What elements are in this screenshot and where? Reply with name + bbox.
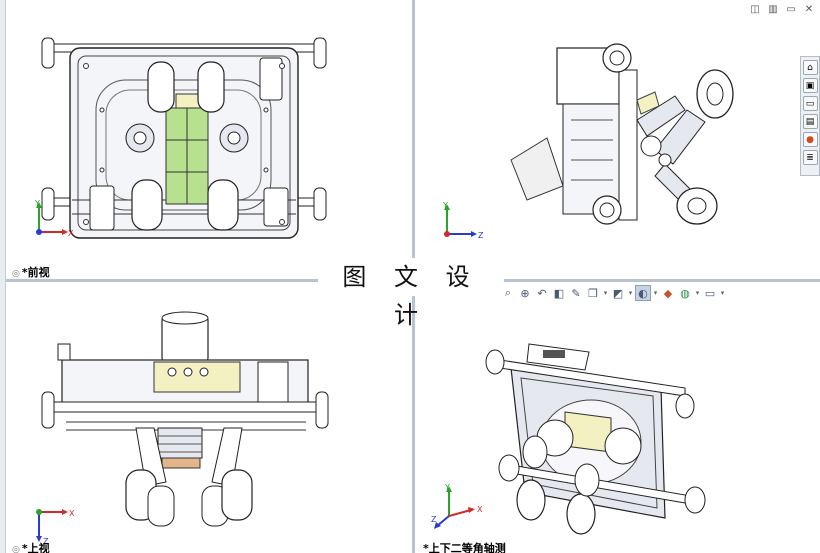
- close-icon[interactable]: ✕: [804, 4, 814, 15]
- eye-icon: ◎: [12, 269, 20, 279]
- viewport-front[interactable]: Y X ◎*前视: [6, 0, 412, 279]
- heads-up-view-toolbar: ⌕ ⊕ ↶ ◧ ✎ ❒ ▾ ◩ ▾ ◐ ▾ ◆ ◍ ▾ ▭ ▾: [500, 284, 726, 302]
- maximize-icon[interactable]: ▭: [786, 4, 796, 15]
- previous-view-icon[interactable]: ↶: [537, 286, 547, 300]
- left-panel-strip[interactable]: [0, 0, 6, 553]
- view-label-iso: *上下二等角轴测: [423, 540, 506, 553]
- view-settings-icon[interactable]: ▭: [704, 286, 716, 300]
- tile-icon[interactable]: ▥: [768, 4, 778, 15]
- triad-right-z-label: Z: [478, 231, 484, 240]
- triad-right: Y Z: [442, 201, 484, 240]
- chevron-down-icon[interactable]: ▾: [695, 289, 700, 297]
- view-label-top-text: *上视: [21, 542, 50, 553]
- viewport-top[interactable]: X Z ◎*上视: [6, 282, 412, 553]
- hide-show-icon[interactable]: ◐: [635, 285, 651, 301]
- triad-top-x-label: X: [69, 509, 75, 518]
- edit-appearance-icon[interactable]: ◆: [663, 286, 673, 300]
- viewport-right[interactable]: ◫ ▥ ▭ ✕: [415, 0, 820, 279]
- chevron-down-icon[interactable]: ▾: [628, 289, 633, 297]
- appearance-icon[interactable]: ●: [802, 132, 818, 147]
- view-label-front: ◎*前视: [12, 264, 50, 279]
- top-view-drawing: [41, 311, 329, 527]
- display-style-icon[interactable]: ◩: [612, 286, 624, 300]
- viewport-isometric[interactable]: Y X Z *上下二等角轴测: [415, 282, 820, 553]
- isometric-view-drawing: [485, 343, 706, 535]
- triad-iso-y-label: Y: [444, 483, 450, 492]
- front-view-drawing: [41, 37, 327, 239]
- dynamic-annotation-icon[interactable]: ✎: [571, 286, 581, 300]
- task-pane-tabs: ⌂ ▣ ▭ ▤ ● ≣: [800, 56, 820, 176]
- parts-icon[interactable]: ▣: [802, 78, 818, 93]
- restore-icon[interactable]: ◫: [750, 4, 760, 15]
- view-palette-icon[interactable]: ▤: [802, 114, 818, 129]
- view-label-top: ◎*上视: [12, 540, 50, 553]
- triad-front: Y X: [34, 199, 74, 238]
- section-view-icon[interactable]: ◧: [553, 286, 565, 300]
- chevron-down-icon[interactable]: ▾: [603, 289, 608, 297]
- zoom-area-icon[interactable]: ⊕: [520, 286, 530, 300]
- triad-right-y-label: Y: [442, 201, 448, 210]
- eye-icon: ◎: [12, 545, 20, 553]
- triad-iso-x-label: X: [477, 505, 483, 514]
- triad-iso: Y X Z: [431, 483, 483, 529]
- watermark-text: 图 文 设 计: [318, 258, 504, 329]
- custom-properties-icon[interactable]: ≣: [802, 150, 818, 165]
- view-orientation-icon[interactable]: ❒: [588, 286, 598, 300]
- view-label-iso-text: *上下二等角轴测: [423, 542, 506, 553]
- folder-icon[interactable]: ▭: [802, 96, 818, 111]
- chevron-down-icon[interactable]: ▾: [653, 289, 658, 297]
- apply-scene-icon[interactable]: ◍: [680, 286, 690, 300]
- home-icon[interactable]: ⌂: [802, 60, 818, 75]
- zoom-to-fit-icon[interactable]: ⌕: [504, 286, 512, 299]
- triad-front-x-label: X: [68, 229, 74, 238]
- triad-top: X Z: [36, 509, 75, 546]
- view-label-front-text: *前视: [21, 266, 50, 279]
- chevron-down-icon[interactable]: ▾: [720, 289, 725, 297]
- right-view-drawing: [510, 43, 734, 225]
- triad-iso-z-label: Z: [431, 515, 437, 524]
- triad-top-z-label: Z: [43, 537, 49, 546]
- window-controls: ◫ ▥ ▭ ✕: [748, 4, 816, 16]
- triad-front-y-label: Y: [34, 199, 40, 208]
